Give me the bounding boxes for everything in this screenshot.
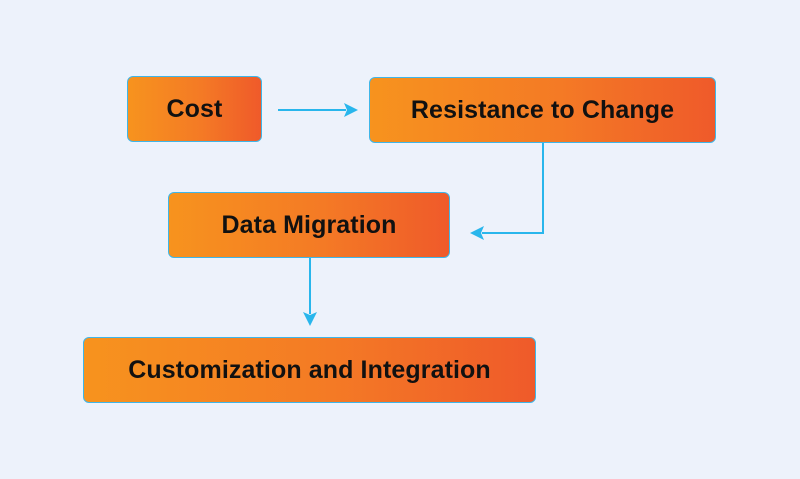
node-data-migration: Data Migration <box>168 192 450 258</box>
node-cost-label: Cost <box>166 94 223 123</box>
arrowhead-left-icon <box>470 226 484 240</box>
node-resistance-to-change: Resistance to Change <box>369 77 716 143</box>
node-data-migration-label: Data Migration <box>221 210 397 239</box>
arrowhead-down-icon <box>303 312 317 326</box>
node-customization-and-integration-label: Customization and Integration <box>128 355 491 384</box>
arrowhead-right-icon <box>344 103 358 117</box>
node-resistance-to-change-label: Resistance to Change <box>410 95 675 124</box>
node-cost: Cost <box>127 76 262 142</box>
edge-resistance-to-migration <box>482 143 544 234</box>
node-customization-and-integration: Customization and Integration <box>83 337 536 403</box>
